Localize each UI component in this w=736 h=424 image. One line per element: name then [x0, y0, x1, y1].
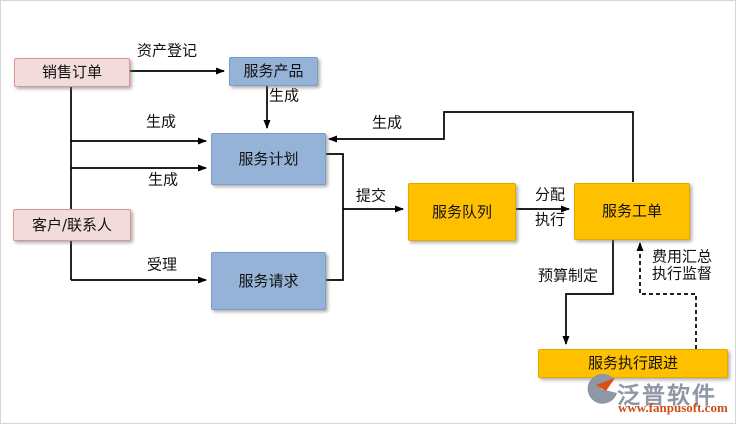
edge-label-execution-supervision: 执行监督 [651, 264, 713, 283]
edge-label-budget-planning: 预算制定 [537, 266, 599, 285]
node-service-product: 服务产品 [229, 57, 318, 86]
brand-logo-icon [584, 373, 618, 405]
website-url: www.fanpusoft.com [618, 400, 728, 415]
edge-label-cost-summary: 费用汇总 [651, 247, 713, 266]
node-sales-order: 销售订单 [14, 58, 130, 87]
edge-label-assign: 分配 [534, 185, 566, 204]
node-service-request: 服务请求 [211, 252, 326, 310]
edge-label-asset-registration: 资产登记 [136, 41, 198, 60]
edge-label-submit: 提交 [355, 186, 387, 205]
node-service-follow-up: 服务执行跟进 [538, 349, 728, 378]
edge-work-order-to-service-plan [328, 111, 634, 182]
edge-plan-request-junction [324, 153, 344, 281]
node-customer-contact: 客户/联系人 [13, 209, 131, 241]
edge-follow-up-feedback-to-work-order [636, 242, 697, 349]
edge-label-generate-sales: 生成 [145, 112, 177, 131]
edge-label-execute: 执行 [534, 210, 566, 229]
node-service-plan: 服务计划 [211, 133, 326, 185]
edge-label-generate-customer: 生成 [147, 170, 179, 189]
node-service-work-order: 服务工单 [574, 183, 690, 240]
edge-work-order-to-follow-up [562, 239, 614, 345]
edge-label-accept: 受理 [146, 255, 178, 274]
edge-label-generate-feedback: 生成 [371, 113, 403, 132]
node-service-queue: 服务队列 [408, 183, 516, 241]
brand-name: 泛普软件 [617, 383, 717, 409]
edge-label-generate-product: 生成 [268, 86, 300, 105]
